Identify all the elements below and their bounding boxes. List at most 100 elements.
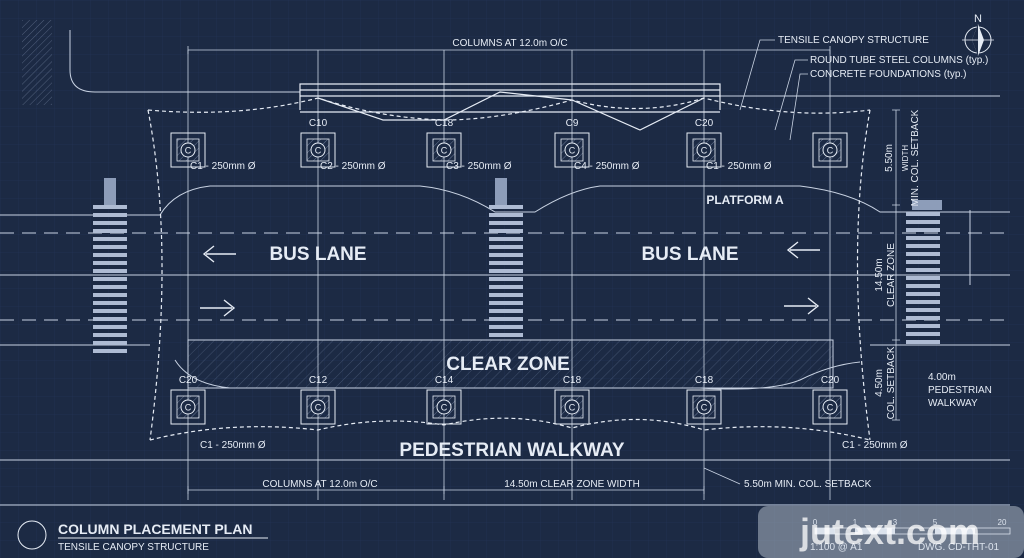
column-footing: C C9 C4 - 250mm Ø [554, 118, 640, 172]
dim-col-setback: 4.50m COL. SETBACK [874, 346, 897, 419]
svg-text:CLEAR ZONE: CLEAR ZONE [886, 243, 897, 307]
svg-text:C: C [315, 403, 322, 413]
column-desc: C2 - 250mm Ø [320, 161, 386, 172]
svg-text:C: C [315, 146, 322, 156]
scale-tick: 0 [813, 518, 818, 527]
column-symbol-icon: C [822, 399, 838, 415]
bottom-dim-clear-zone: 14.50m CLEAR ZONE WIDTH [504, 479, 640, 490]
right-dimension-line [892, 109, 900, 421]
svg-text:C: C [569, 403, 576, 413]
svg-text:C: C [441, 403, 448, 413]
scale-tick: 3 [893, 518, 898, 527]
column-symbol-icon: C [436, 142, 452, 158]
svg-text:COL. SETBACK: COL. SETBACK [886, 346, 897, 419]
svg-text:WIDTH: WIDTH [901, 145, 910, 171]
dim-clear-zone: 14.50m CLEAR ZONE [874, 243, 897, 307]
column-desc: C4 - 250mm Ø [574, 161, 640, 172]
bottom-dim-columns: COLUMNS AT 12.0m O/C [262, 479, 377, 490]
clear-zone-area [188, 340, 833, 388]
svg-text:C: C [701, 146, 708, 156]
drawing-title: COLUMN PLACEMENT PLAN [58, 521, 252, 537]
svg-text:5.50m: 5.50m [884, 144, 895, 172]
column-symbol-icon: C [310, 399, 326, 415]
column-desc: C1 - 250mm Ø [842, 440, 908, 451]
column-tag: C14 [435, 375, 454, 386]
column-desc: C1 - 250mm Ø [200, 440, 266, 451]
column-footing: C C20 C1 - 250mm Ø [686, 118, 772, 172]
column-symbol-icon: C [696, 142, 712, 158]
arrow-left-icon [786, 241, 820, 259]
canopy-structure [147, 83, 871, 441]
column-footing: C C14 [426, 375, 462, 425]
column-grid-lines [187, 50, 831, 500]
column-symbol-icon: C [696, 399, 712, 415]
svg-text:C: C [827, 146, 834, 156]
column-symbol-icon: C [310, 142, 326, 158]
svg-text:C: C [569, 146, 576, 156]
callout-columns: ROUND TUBE STEEL COLUMNS (typ.) [810, 55, 988, 66]
column-symbol-icon: C [564, 399, 580, 415]
arrow-left-icon [202, 245, 236, 263]
column-symbol-icon: C [180, 399, 196, 415]
crosswalks [104, 178, 942, 210]
north-label: N [974, 13, 982, 25]
column-tag: C20 [695, 118, 714, 129]
top-dimension-label: COLUMNS AT 12.0m O/C [452, 38, 567, 49]
scale-bar [814, 527, 1011, 535]
crosswalk-right [906, 212, 940, 344]
column-tag: C18 [435, 118, 454, 129]
svg-text:C: C [185, 403, 192, 413]
traffic-arrows [200, 241, 820, 317]
clear-zone-label: CLEAR ZONE [446, 354, 570, 375]
corner-hatch [22, 20, 52, 105]
crosswalk-mid [489, 205, 523, 337]
column-desc: C3 - 250mm Ø [446, 161, 512, 172]
scale-tick: 20 [998, 518, 1007, 527]
column-tag: C9 [566, 118, 579, 129]
svg-text:4.50m: 4.50m [874, 369, 885, 397]
column-footing: C [812, 132, 848, 168]
platform-label: PLATFORM A [706, 193, 784, 207]
bus-lane-label-left: BUS LANE [269, 244, 366, 265]
svg-text:MIN. COL. SETBACK: MIN. COL. SETBACK [910, 109, 921, 206]
column-footing: C C18 C3 - 250mm Ø [426, 118, 512, 172]
drawing-subtitle: TENSILE CANOPY STRUCTURE [58, 542, 209, 553]
svg-text:4.00m: 4.00m [928, 372, 956, 383]
bottom-dimension-line [187, 467, 741, 494]
scale-label: 1:100 @ A1 [810, 542, 863, 553]
scale-tick: 1 [853, 518, 858, 527]
svg-text:C: C [701, 403, 708, 413]
dim-walkway: 4.00m PEDESTRIAN WALKWAY [928, 372, 992, 409]
pedestrian-walkway-label: PEDESTRIAN WALKWAY [399, 440, 625, 461]
column-symbol-icon: C [180, 142, 196, 158]
column-footing: C C20 C1 - 250mm Ø [812, 375, 908, 451]
arrow-right-icon [200, 299, 236, 317]
column-symbol-icon: C [564, 142, 580, 158]
column-desc: C1 - 250mm Ø [706, 161, 772, 172]
title-circle [17, 520, 47, 550]
svg-text:PEDESTRIAN: PEDESTRIAN [928, 385, 992, 396]
svg-text:14.50m: 14.50m [874, 258, 885, 291]
north-arrow-icon [962, 24, 994, 56]
drawing-number: DWG. CD-THT-01 [918, 542, 1000, 553]
column-desc: C1 - 250mm Ø [190, 161, 256, 172]
column-tag: C20 [821, 375, 840, 386]
svg-text:C: C [185, 146, 192, 156]
callout-foundations: CONCRETE FOUNDATIONS (typ.) [810, 69, 966, 80]
dim-setback-top: 5.50m WIDTH MIN. COL. SETBACK [884, 109, 921, 206]
crosswalk-left [93, 205, 127, 353]
scale-tick: 5 [933, 518, 938, 527]
bottom-dim-setback: 5.50m MIN. COL. SETBACK [744, 479, 872, 490]
column-tag: C10 [309, 118, 328, 129]
svg-text:jutext.com: jutext.com [799, 511, 980, 552]
watermark: jutext.com [758, 506, 1024, 558]
column-tag: C20 [179, 375, 198, 386]
column-tag: C18 [563, 375, 582, 386]
column-footing: C C10 C2 - 250mm Ø [300, 118, 386, 172]
svg-text:WALKWAY: WALKWAY [928, 398, 978, 409]
bus-lane-label-right: BUS LANE [641, 244, 738, 265]
callout-canopy: TENSILE CANOPY STRUCTURE [778, 35, 929, 46]
